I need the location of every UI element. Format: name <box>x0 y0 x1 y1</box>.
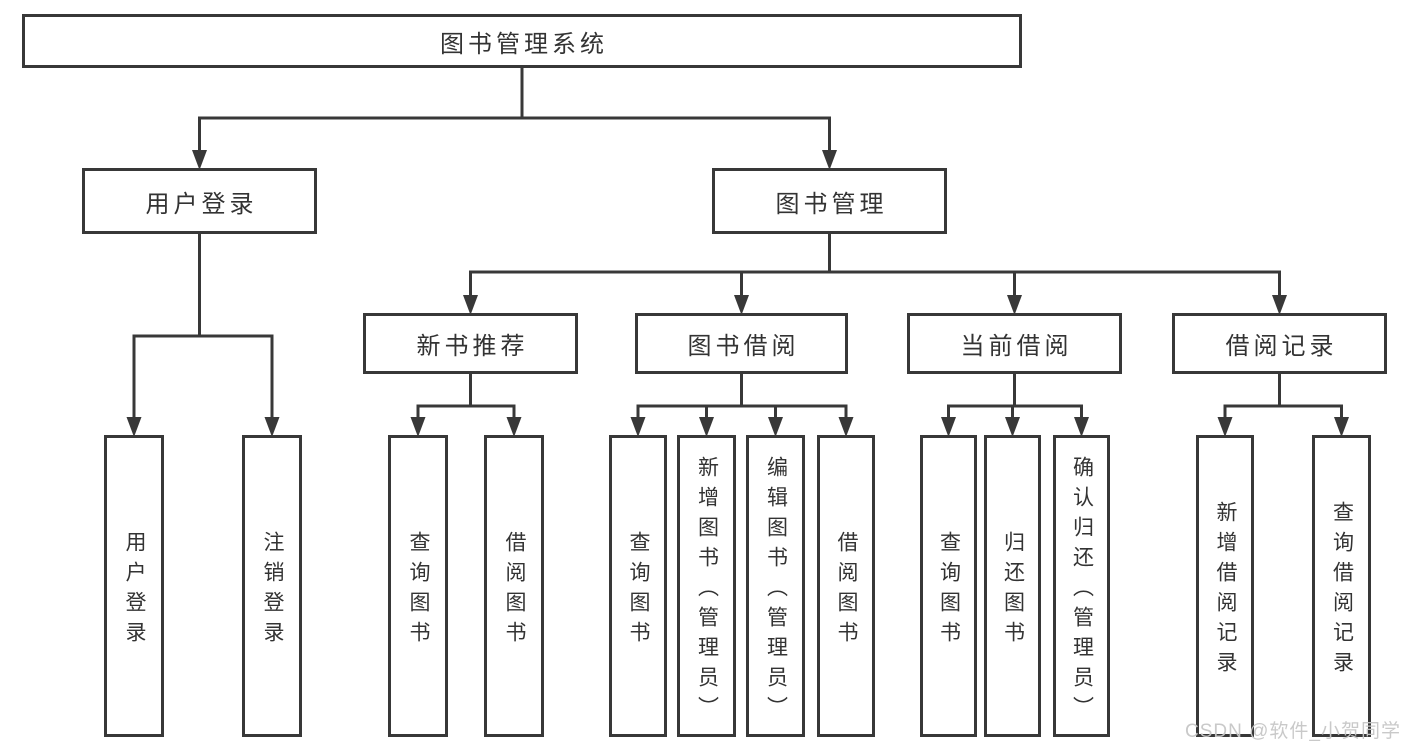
node-label-leaf-query-books-borrow: 查询图书 <box>627 530 650 651</box>
watermark: CSDN @软件_小贺同学 <box>1185 721 1401 742</box>
node-label-leaf-user-login: 用户登录 <box>123 530 146 651</box>
node-label-leaf-query-books-rec: 查询图书 <box>407 530 430 651</box>
node-root: 图书管理系统 <box>22 14 1022 68</box>
node-user-login: 用户登录 <box>82 168 317 234</box>
node-label-leaf-borrow-books-borrow: 借阅图书 <box>835 530 858 651</box>
node-leaf-return-books: 归还图书 <box>984 435 1041 737</box>
node-leaf-edit-books-admin: 编辑图书（管理员） <box>746 435 805 737</box>
node-leaf-borrow-books-borrow: 借阅图书 <box>817 435 875 737</box>
node-label-leaf-add-books-admin: 新增图书（管理员） <box>695 455 719 726</box>
node-label-leaf-add-borrow-record: 新增借阅记录 <box>1214 500 1237 681</box>
node-leaf-logout: 注销登录 <box>242 435 302 737</box>
node-borrowing-records: 借阅记录 <box>1172 313 1387 374</box>
node-label-leaf-query-books-current: 查询图书 <box>937 530 961 651</box>
node-label-leaf-edit-books-admin: 编辑图书（管理员） <box>764 455 788 726</box>
node-label-user-login: 用户登录 <box>145 190 258 218</box>
node-leaf-query-books-rec: 查询图书 <box>388 435 448 737</box>
node-leaf-add-books-admin: 新增图书（管理员） <box>677 435 736 737</box>
node-leaf-add-borrow-record: 新增借阅记录 <box>1196 435 1254 737</box>
node-leaf-query-books-borrow: 查询图书 <box>609 435 667 737</box>
node-label-leaf-borrow-books-rec: 借阅图书 <box>503 530 526 651</box>
node-book-management: 图书管理 <box>712 168 947 234</box>
node-leaf-confirm-return-admin: 确认归还（管理员） <box>1053 435 1110 737</box>
node-leaf-query-borrow-record: 查询借阅记录 <box>1312 435 1371 737</box>
node-label-new-book-recommend: 新书推荐 <box>416 333 529 360</box>
node-leaf-user-login: 用户登录 <box>104 435 164 737</box>
node-leaf-borrow-books-rec: 借阅图书 <box>484 435 544 737</box>
node-current-borrowing: 当前借阅 <box>907 313 1122 374</box>
node-label-borrowing-records: 借阅记录 <box>1225 333 1338 360</box>
node-leaf-query-books-current: 查询图书 <box>920 435 977 737</box>
node-label-current-borrowing: 当前借阅 <box>960 333 1073 360</box>
node-label-book-management: 图书管理 <box>775 190 888 218</box>
node-book-borrowing: 图书借阅 <box>635 313 848 374</box>
node-label-leaf-confirm-return-admin: 确认归还（管理员） <box>1070 455 1094 726</box>
node-new-book-recommend: 新书推荐 <box>363 313 578 374</box>
node-label-leaf-return-books: 归还图书 <box>1001 530 1025 651</box>
node-label-leaf-query-borrow-record: 查询借阅记录 <box>1330 500 1354 681</box>
node-label-root: 图书管理系统 <box>440 30 608 58</box>
node-label-leaf-logout: 注销登录 <box>261 530 284 651</box>
node-label-book-borrowing: 图书借阅 <box>687 333 800 360</box>
